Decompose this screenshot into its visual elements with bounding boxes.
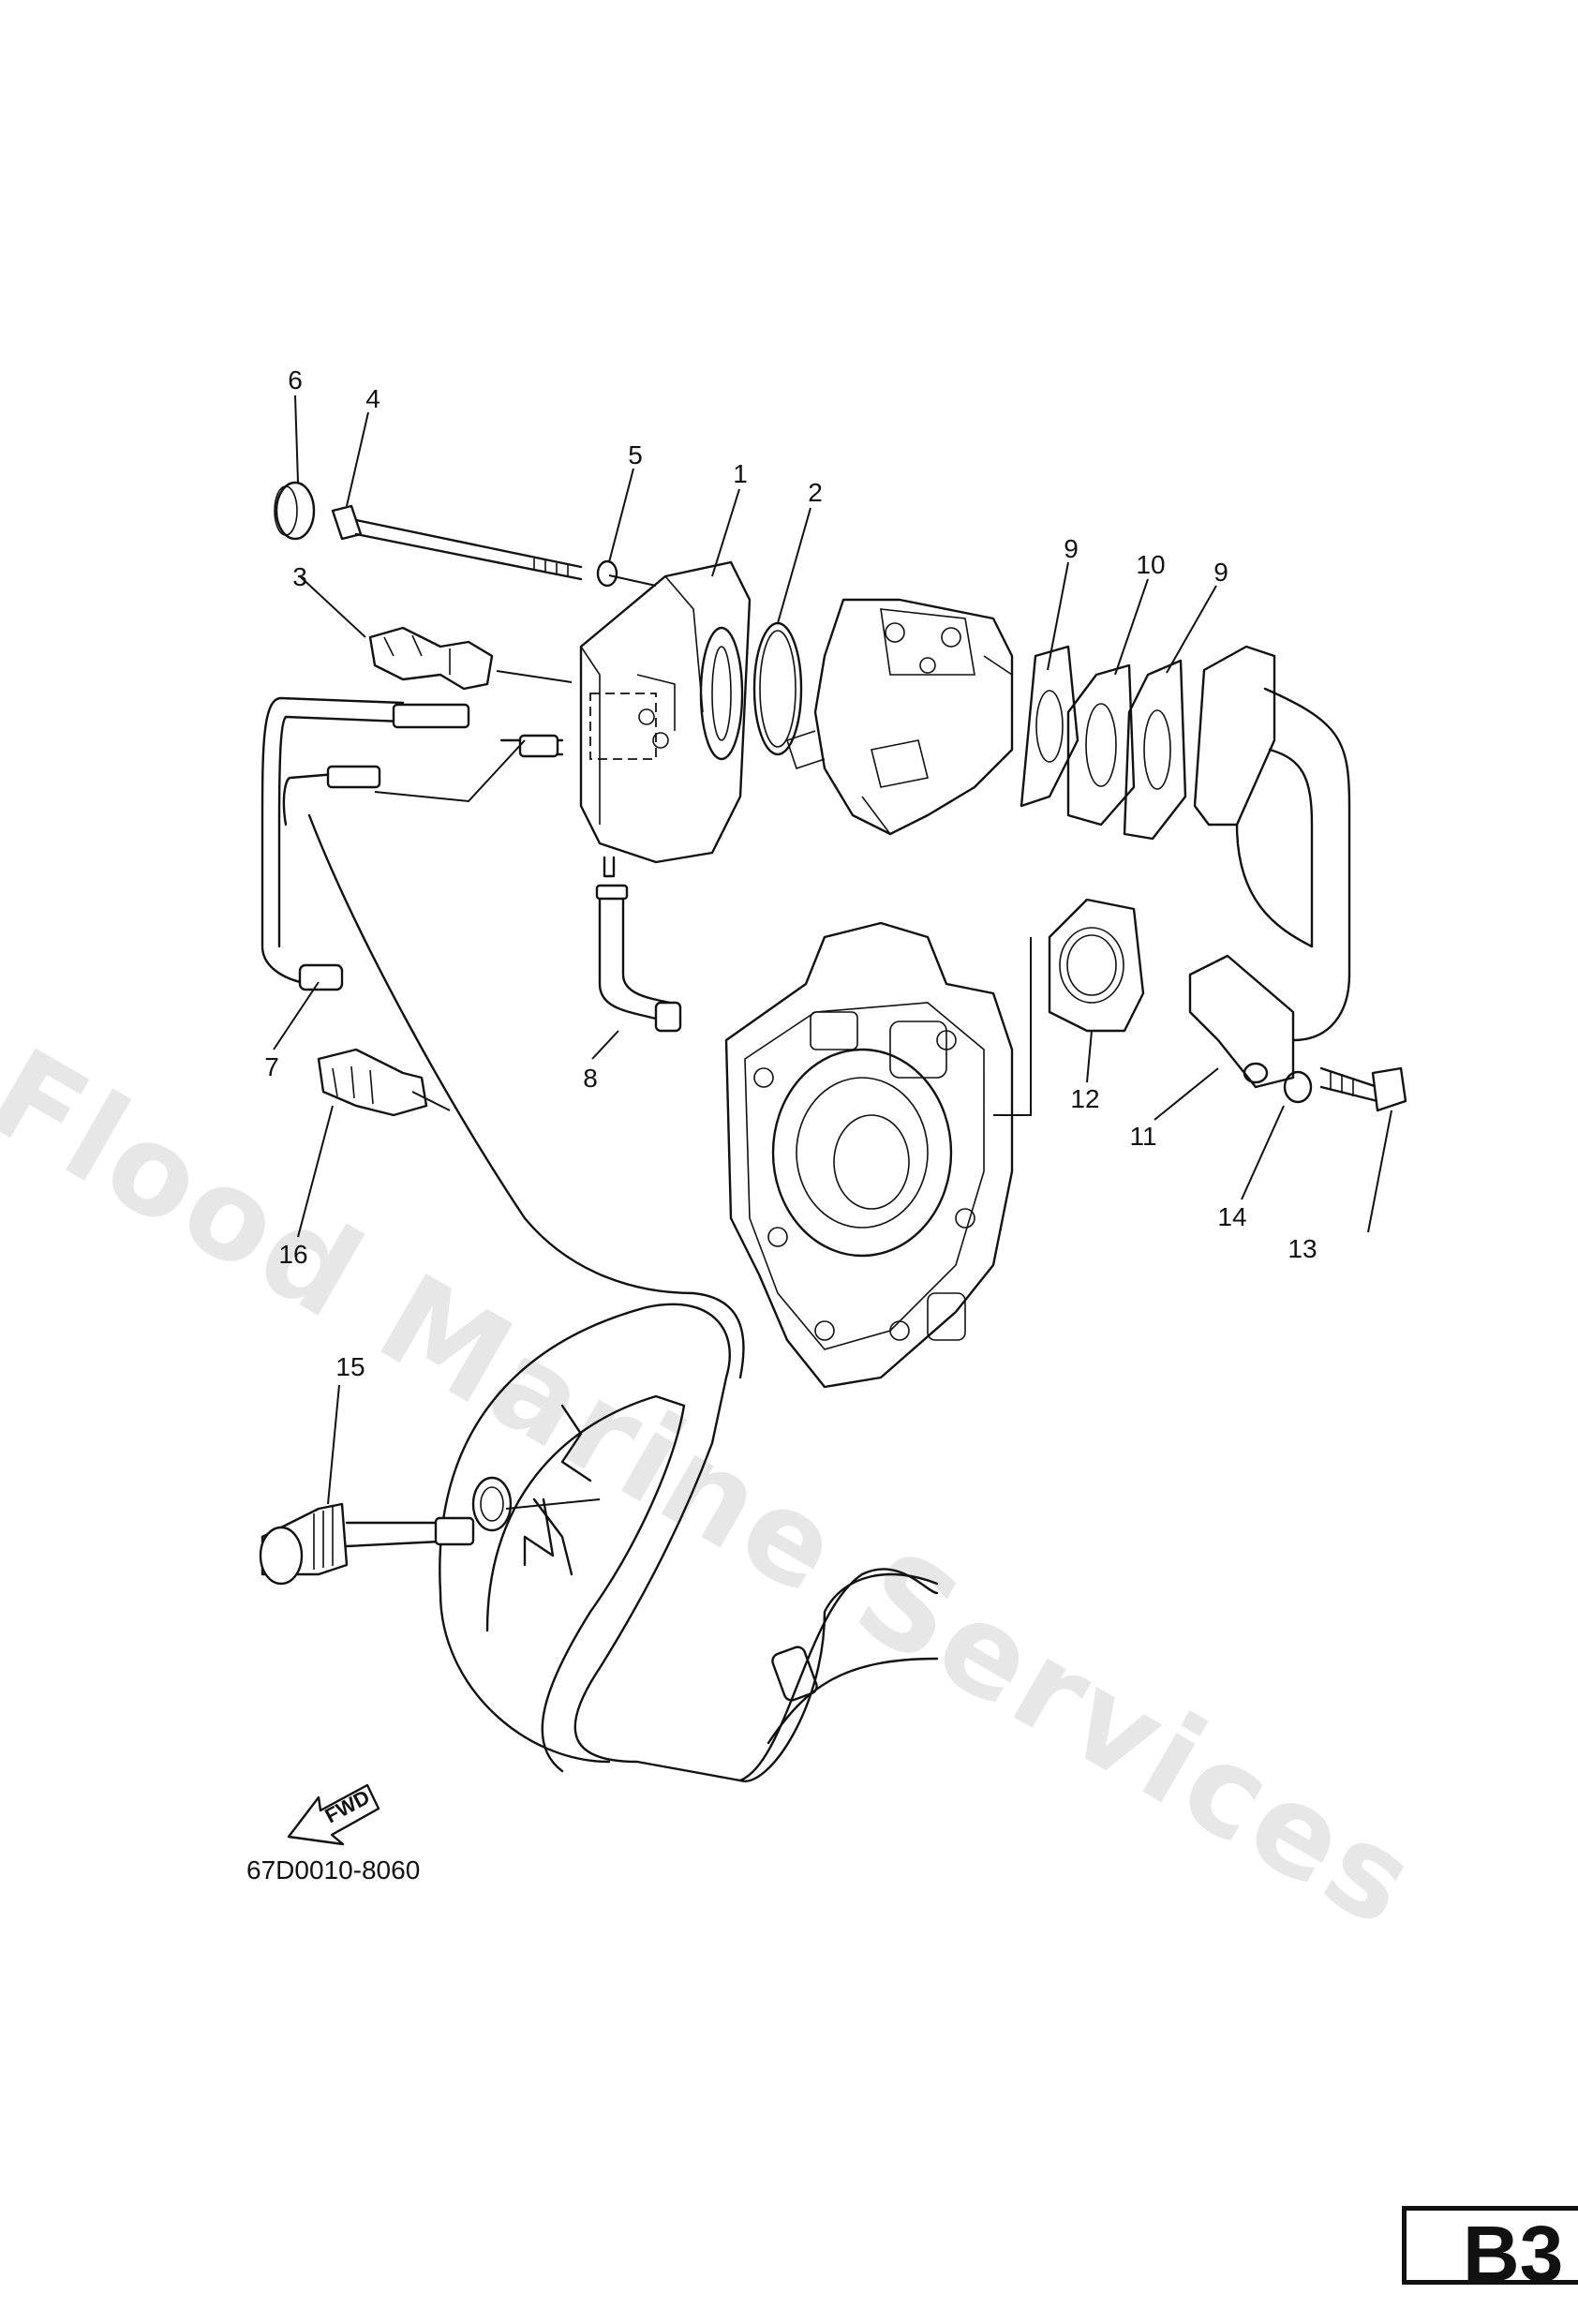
part-5-washer [596, 559, 618, 588]
part-6-grommet [274, 481, 316, 541]
part-8-hose [595, 884, 682, 1033]
page-badge: B3 [1402, 2206, 1578, 2298]
part-10-spacer [1066, 663, 1136, 827]
part-1-housing [579, 560, 752, 878]
part-3-clamp [368, 626, 494, 691]
page-badge-label: B3 [1463, 2210, 1564, 2298]
callout-14: 14 [1217, 1202, 1246, 1231]
fwd-arrow-icon: FWD [287, 1783, 380, 1846]
part-7-hose [261, 696, 745, 1379]
part-9-gasket-b [1123, 659, 1187, 841]
callout-3: 3 [292, 562, 307, 591]
callout-4: 4 [365, 384, 380, 413]
callout-7: 7 [264, 1052, 279, 1081]
alignment-lines [374, 574, 1032, 1510]
part-16-clip [317, 1048, 428, 1117]
part-11-intake-manifold [1188, 645, 1351, 1089]
callout-6: 6 [288, 365, 303, 395]
part-2-o-ring [752, 621, 803, 756]
cylinder-block [724, 921, 1014, 1389]
callout-12: 12 [1070, 1084, 1099, 1113]
callout-9b: 9 [1213, 558, 1228, 587]
callout-8: 8 [583, 1064, 598, 1093]
callout-13: 13 [1288, 1234, 1317, 1263]
callout-5: 5 [628, 440, 643, 469]
part-4-bolt [331, 504, 583, 581]
callout-leaders [273, 395, 1392, 1505]
lower-casing [439, 1303, 939, 1782]
part-code: 67D0010-8060 [246, 1855, 421, 1885]
callout-16: 16 [278, 1240, 307, 1269]
part-9-gasket-a [1020, 645, 1079, 808]
part-13-bolt [1319, 1066, 1407, 1112]
part-12-gasket [1048, 898, 1145, 1033]
carburetor [785, 598, 1014, 836]
callout-11: 11 [1129, 1122, 1156, 1151]
part-15-drain-plug [259, 1476, 513, 1586]
callout-1: 1 [733, 459, 748, 488]
callout-numbers: 1 2 3 4 5 6 7 8 9 9 10 11 12 13 14 15 16 [264, 365, 1317, 1381]
callout-2: 2 [808, 478, 823, 507]
callout-9a: 9 [1064, 534, 1079, 563]
part-14-washer [1283, 1070, 1313, 1104]
callout-10: 10 [1136, 550, 1165, 579]
callout-15: 15 [335, 1352, 365, 1381]
